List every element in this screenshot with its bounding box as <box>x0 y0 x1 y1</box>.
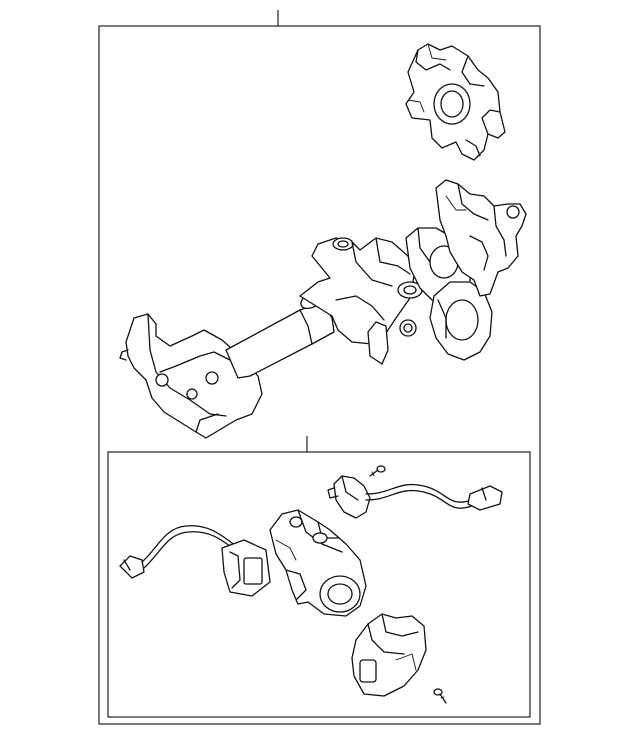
outer-assembly-frame <box>98 10 541 725</box>
ignition-switch-lock-cylinder <box>269 509 367 617</box>
mounting-screw-top <box>369 465 386 477</box>
steering-column-assembly <box>119 179 527 439</box>
immobilizer-coil-harness <box>119 525 271 597</box>
lock-cylinder-cover <box>351 613 427 697</box>
ignition-bracket-housing <box>405 43 506 161</box>
key-reminder-switch-harness <box>327 475 503 519</box>
mounting-screw-bottom <box>433 688 447 704</box>
inner-subassembly-frame <box>107 436 531 718</box>
